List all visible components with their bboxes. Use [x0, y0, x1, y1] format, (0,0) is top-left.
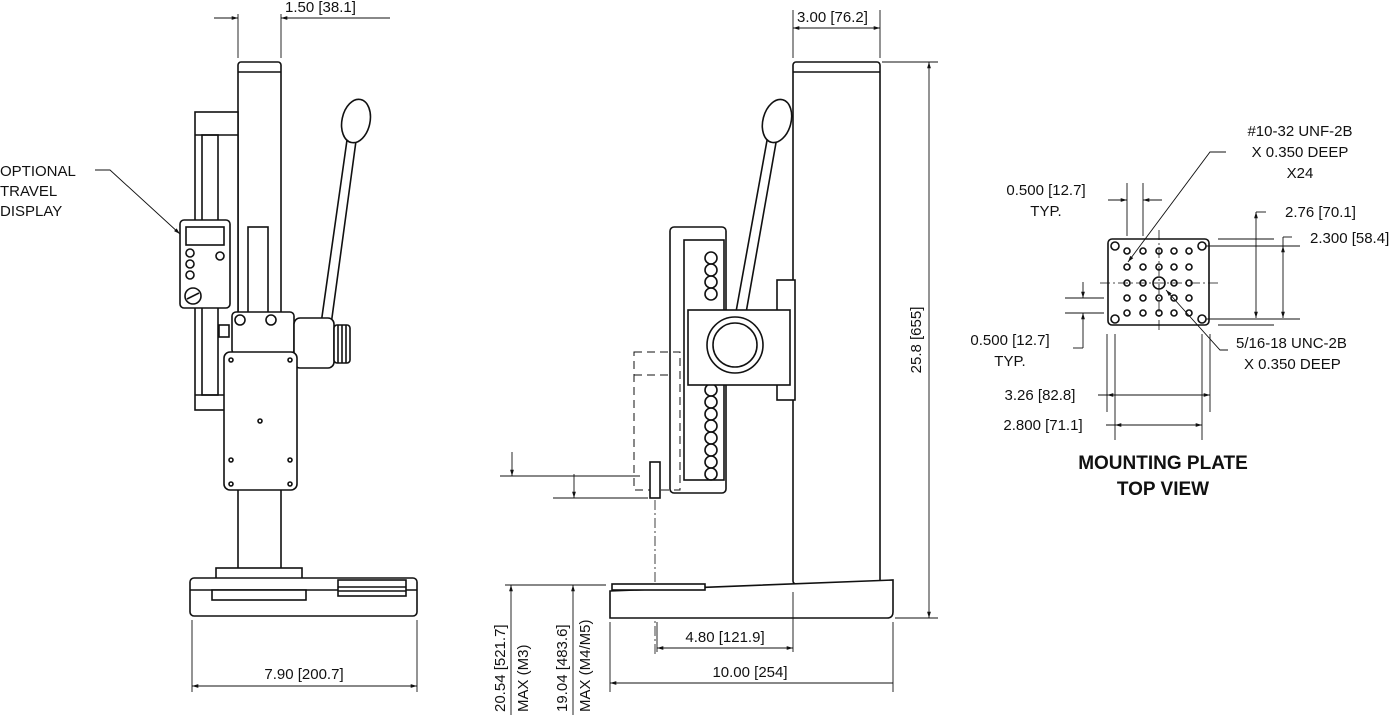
- outer-height: 2.76 [70.1]: [1285, 204, 1356, 221]
- dim-max-m3-value: 20.54 [521.7]: [492, 624, 509, 712]
- mounting-hole: [1185, 247, 1193, 255]
- dim-base-length: 10.00 [254]: [712, 664, 787, 681]
- bearing-rollers: [704, 251, 718, 481]
- dim-overall-height: 25.8 [655]: [908, 307, 925, 374]
- dim-max-m4m5-value: 19.04 [483.6]: [554, 624, 571, 712]
- thread-small-line-2: X 0.350 DEEP: [1252, 144, 1349, 161]
- dim-offset: 4.80 [121.9]: [685, 629, 764, 646]
- mounting-hole: [1170, 247, 1178, 255]
- travel-display: [179, 219, 231, 309]
- mounting-hole: [1185, 263, 1193, 271]
- mounting-hole: [1139, 309, 1147, 317]
- pitch-y-label: TYP.: [994, 353, 1025, 370]
- thread-small-line-3: X24: [1287, 165, 1314, 182]
- dim-max-m3-label: MAX (M3): [515, 644, 532, 712]
- callout-line-2: TRAVEL: [0, 183, 57, 200]
- thread-small-line-1: #10-32 UNF-2B: [1247, 123, 1352, 140]
- dim-max-m4m5-label: MAX (M4/M5): [577, 619, 594, 712]
- mounting-hole: [1139, 247, 1147, 255]
- mounting-hole: [1139, 294, 1147, 302]
- pitch-x-label: TYP.: [1030, 203, 1061, 220]
- dim-column-width: 3.00 [76.2]: [797, 9, 868, 26]
- thread-large-line-1: 5/16-18 UNC-2B: [1236, 335, 1347, 352]
- side-view: 1.50 [38.1] 7.90 [200.7] OPTIONAL TRAVEL…: [0, 0, 418, 692]
- plate-title-1: MOUNTING PLATE: [1078, 453, 1248, 474]
- mounting-hole: [1170, 294, 1178, 302]
- hole-height: 2.300 [58.4]: [1310, 230, 1389, 247]
- mounting-hole: [1123, 247, 1131, 255]
- mounting-hole: [1139, 263, 1147, 271]
- dim-side-top-width: 1.50 [38.1]: [285, 0, 356, 16]
- hole-width: 2.800 [71.1]: [1003, 417, 1082, 434]
- callout-line-1: OPTIONAL: [0, 163, 76, 180]
- mounting-plate-view: #10-32 UNF-2B X 0.350 DEEP X24 0.500 [12…: [970, 123, 1389, 500]
- mounting-hole: [1123, 309, 1131, 317]
- mounting-hole: [1123, 263, 1131, 271]
- thread-large-line-2: X 0.350 DEEP: [1244, 356, 1341, 373]
- mounting-hole: [1185, 294, 1193, 302]
- dim-side-base-width: 7.90 [200.7]: [264, 666, 343, 683]
- plate-title-2: TOP VIEW: [1117, 479, 1209, 500]
- front-view: 3.00 [76.2] 25.8 [655] 4.80 [121.9] 10.0…: [492, 9, 938, 715]
- mounting-hole: [1170, 263, 1178, 271]
- callout-line-3: DISPLAY: [0, 203, 62, 220]
- hole-grid: [1123, 247, 1193, 317]
- mounting-hole: [1170, 309, 1178, 317]
- outer-width: 3.26 [82.8]: [1005, 387, 1076, 404]
- mounting-hole: [1123, 294, 1131, 302]
- pitch-x-value: 0.500 [12.7]: [1006, 182, 1085, 199]
- pitch-y-value: 0.500 [12.7]: [970, 332, 1049, 349]
